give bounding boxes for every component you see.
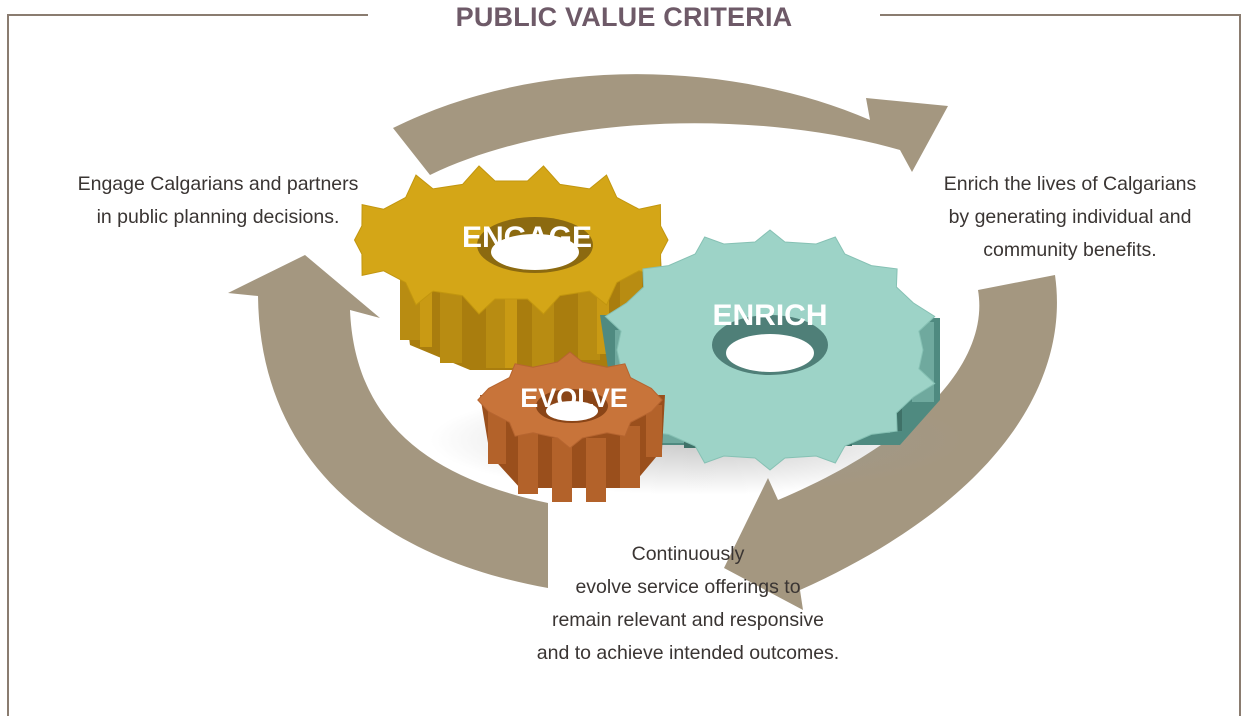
evolve-gear: EVOLVE	[477, 351, 665, 502]
evolve-description: Continuously evolve service offerings to…	[438, 538, 938, 670]
engage-description-line: in public planning decisions.	[96, 206, 340, 228]
engage-description: Engage Calgarians and partners in public…	[28, 168, 408, 234]
evolve-gear-label: EVOLVE	[520, 383, 628, 413]
top-cycle-arrow	[393, 74, 948, 175]
engage-gear: ENGAGE	[353, 165, 669, 370]
evolve-description-line: evolve service offerings to	[575, 576, 801, 598]
enrich-gear-label: ENRICH	[712, 299, 827, 332]
enrich-description-line: by generating individual and	[948, 206, 1192, 228]
enrich-description: Enrich the lives of Calgarians by genera…	[880, 168, 1248, 267]
evolve-description-line: remain relevant and responsive	[551, 609, 825, 631]
evolve-description-line: Continuously	[631, 543, 745, 565]
engage-description-line: Engage Calgarians and partners	[77, 173, 359, 195]
evolve-description-line: and to achieve intended outcomes.	[536, 642, 840, 664]
enrich-description-line: Enrich the lives of Calgarians	[943, 173, 1197, 195]
enrich-description-line: community benefits.	[983, 239, 1157, 261]
engage-gear-label: ENGAGE	[462, 221, 592, 254]
diagram-title: PUBLIC VALUE CRITERIA	[455, 2, 793, 32]
left-cycle-arrow	[228, 255, 548, 588]
